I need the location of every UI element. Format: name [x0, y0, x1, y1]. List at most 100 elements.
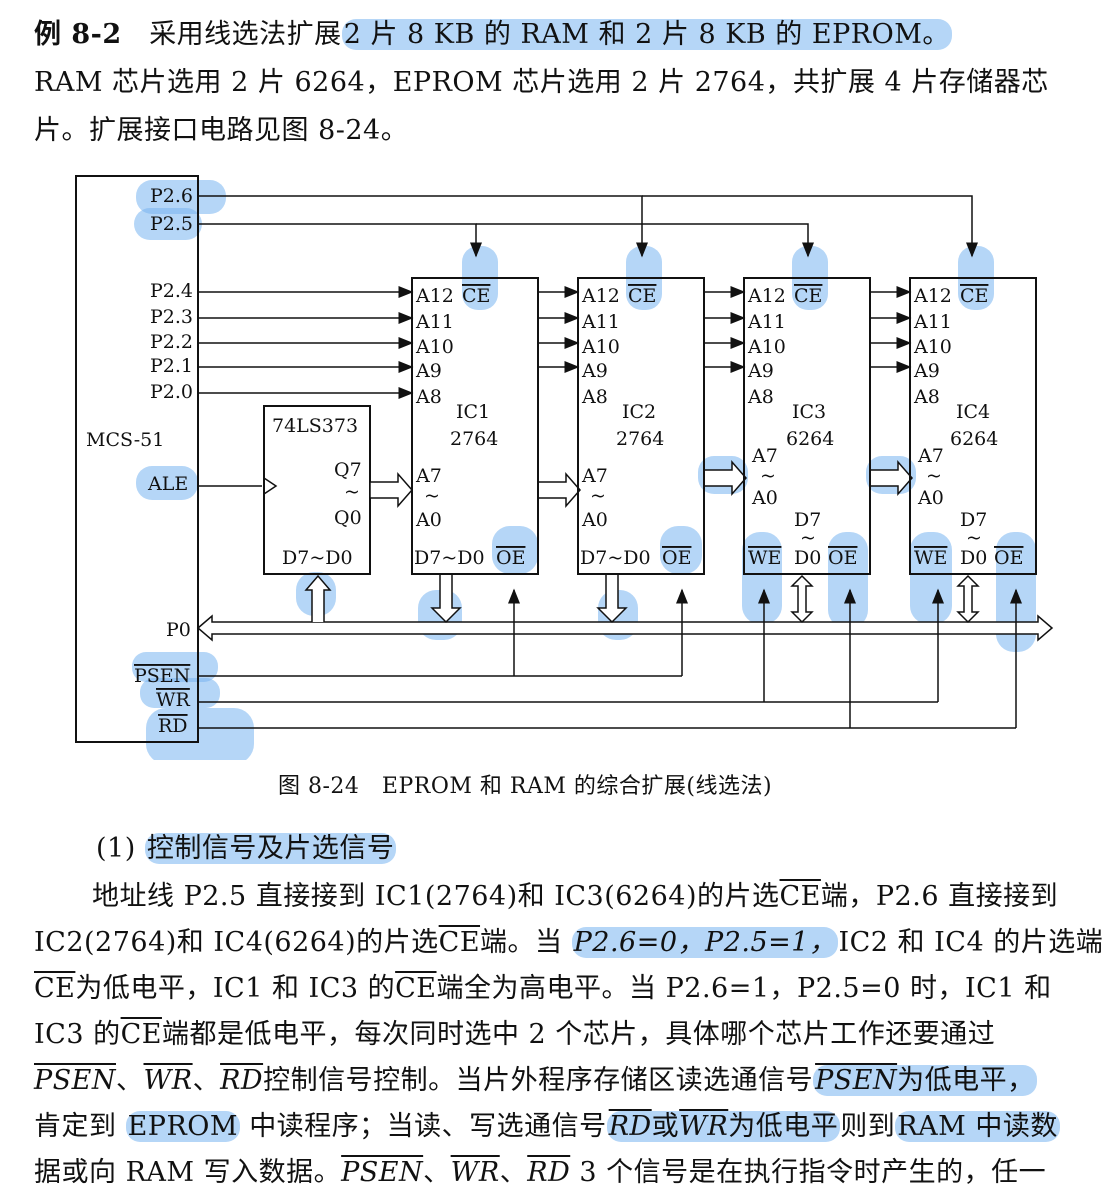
ic1-tilde: ~ — [424, 485, 440, 507]
ic2-tilde: ~ — [590, 485, 606, 507]
body-text: IC3 的 — [34, 1019, 121, 1050]
ic3-dtilde: ~ — [800, 527, 816, 549]
highlight-span: EPROM — [125, 1111, 241, 1142]
body-line-6: 肯定到 EPROM 中读程序；当读、写选通信号RD或WR为低电平则到RAM 中读… — [34, 1104, 1060, 1143]
ic4-a9: A9 — [913, 360, 940, 382]
pin-p20: P2.0 — [150, 381, 193, 403]
chip-ic1 — [411, 277, 539, 575]
ic3-a10: A10 — [747, 336, 786, 358]
ic4-a12: A12 — [913, 285, 952, 307]
ic1-ce: CE — [462, 285, 490, 307]
body-text: 端都是低电平，每次同时选中 2 个芯片，具体哪个芯片工作还要通过 — [161, 1019, 996, 1050]
ic1-a10: A10 — [415, 336, 454, 358]
latch-label: 74LS373 — [272, 415, 358, 437]
pin-ale: ALE — [147, 473, 188, 495]
body-line-3: CE为低电平，IC1 和 IC3 的CE端全为高电平。当 P2.6=1，P2.5… — [34, 966, 1052, 1005]
mcu-label: MCS-51 — [86, 429, 164, 451]
latch-d: D7~D0 — [282, 547, 353, 569]
wr-signal: WR — [450, 1157, 500, 1188]
ic4-name: IC4 — [956, 401, 990, 423]
chip-ic2 — [577, 277, 705, 575]
example-label: 例 8-2 — [34, 19, 122, 50]
body-line-1: 地址线 P2.5 直接接到 IC1(2764)和 IC3(6264)的片选CE端… — [92, 874, 1058, 913]
pin-p23: P2.3 — [150, 306, 193, 328]
ic2-oe: OE — [662, 547, 691, 569]
body-text: 为低电平 — [728, 1111, 839, 1142]
ic1-name: IC1 — [456, 401, 490, 423]
ic1-a12: A12 — [415, 285, 454, 307]
ic4-a11: A11 — [913, 311, 952, 333]
ic3-a8: A8 — [747, 386, 774, 408]
rd-signal: RD — [220, 1065, 264, 1096]
wr-signal: WR — [143, 1065, 193, 1096]
ic3-name: IC3 — [792, 401, 826, 423]
ic2-a0: A0 — [581, 509, 608, 531]
ic4-d0: D0 — [960, 547, 987, 569]
section-number: (1) — [96, 833, 136, 864]
body-text: 或 — [651, 1111, 680, 1142]
body-text: 据或向 RAM 写入数据。 — [34, 1157, 342, 1188]
ic3-d0: D0 — [794, 547, 821, 569]
ic4-d7: D7 — [960, 509, 987, 531]
mcu-block — [75, 175, 199, 743]
section-heading: (1) 控制信号及片选信号 — [96, 826, 397, 865]
ic2-d: D7~D0 — [580, 547, 651, 569]
ic1-a9: A9 — [415, 360, 442, 382]
ic3-we: WE — [748, 547, 781, 569]
ic2-a12: A12 — [581, 285, 620, 307]
circuit-diagram: MCS-51 P2.6 P2.5 P2.4 P2.3 P2.2 P2.1 P2.… — [75, 175, 1054, 760]
pin-p22: P2.2 — [150, 331, 193, 353]
body-line-7: 据或向 RAM 写入数据。PSEN、WR、RD 3 个信号是在执行指令时产生的，… — [34, 1150, 1046, 1189]
ic2-a7: A7 — [581, 465, 608, 487]
ic3-oe: OE — [828, 547, 857, 569]
ic4-part: 6264 — [950, 428, 998, 450]
psen-signal: PSEN — [341, 1157, 424, 1188]
ic4-oe: OE — [994, 547, 1023, 569]
ic1-oe: OE — [496, 547, 525, 569]
body-text: 端。当 — [480, 927, 563, 958]
latch-q0: Q0 — [334, 507, 362, 529]
ic2-part: 2764 — [616, 428, 664, 450]
section-title: 控制信号及片选信号 — [144, 833, 397, 864]
pin-wr: WR — [156, 689, 191, 711]
ic3-a9: A9 — [747, 360, 774, 382]
pin-rd: RD — [158, 715, 188, 737]
ic1-part: 2764 — [450, 428, 498, 450]
wr-signal: WR — [679, 1111, 729, 1142]
body-text: 端全为高电平。当 P2.6=1，P2.5=0 时，IC1 和 — [436, 973, 1052, 1004]
ic3-a12: A12 — [747, 285, 786, 307]
body-text: 端，P2.6 直接接到 — [820, 881, 1059, 912]
highlight-span: RAM 中读数 — [895, 1111, 1060, 1142]
ic2-name: IC2 — [622, 401, 656, 423]
body-text: 则到 — [840, 1111, 896, 1142]
separator: 、 — [116, 1065, 144, 1096]
pin-p24: P2.4 — [150, 280, 193, 302]
ce-signal: CE — [779, 881, 821, 912]
body-text: 肯定到 — [34, 1111, 117, 1142]
ic1-d: D7~D0 — [414, 547, 485, 569]
body-text: 地址线 P2.5 直接接到 IC1(2764)和 IC3(6264)的片选 — [92, 881, 780, 912]
latch-tilde: ~ — [344, 481, 360, 503]
ic2-ce: CE — [628, 285, 656, 307]
ic3-d7: D7 — [794, 509, 821, 531]
ic3-ce: CE — [794, 285, 822, 307]
chip-ic4 — [909, 277, 1037, 575]
body-text: 中读程序；当读、写选通信号 — [249, 1111, 607, 1142]
separator: 、 — [499, 1157, 528, 1188]
body-line-5: PSEN、WR、RD控制信号控制。当片外程序存储区读选通信号PSEN为低电平， — [34, 1058, 1037, 1097]
pin-p21: P2.1 — [150, 355, 193, 377]
highlight-span: RD或WR为低电平 — [606, 1111, 841, 1142]
ic4-tilde: ~ — [926, 465, 942, 487]
body-text: 控制信号控制。当片外程序存储区读选通信号 — [263, 1065, 814, 1096]
ic1-a7: A7 — [415, 465, 442, 487]
ce-signal: CE — [438, 927, 481, 958]
ic3-a0: A0 — [751, 487, 778, 509]
ce-signal: CE — [395, 973, 437, 1004]
ic3-tilde: ~ — [760, 465, 776, 487]
psen-signal: PSEN — [34, 1065, 116, 1096]
ic1-a8: A8 — [415, 386, 442, 408]
pin-p0: P0 — [166, 619, 191, 641]
separator: 、 — [423, 1157, 451, 1188]
ic4-ce: CE — [960, 285, 988, 307]
ce-signal: CE — [120, 1019, 162, 1050]
